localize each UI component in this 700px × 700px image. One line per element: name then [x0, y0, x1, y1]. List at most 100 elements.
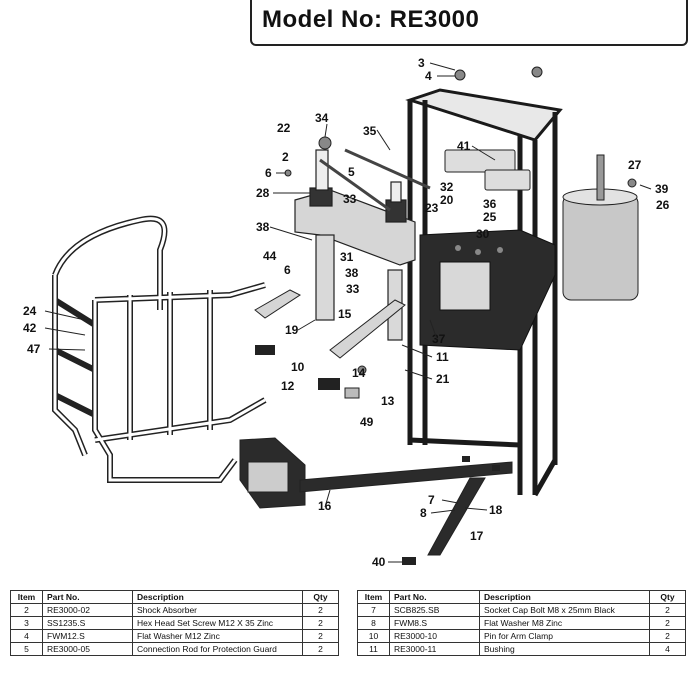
callout-40: 40 [372, 555, 386, 569]
header-description: Description [132, 590, 303, 604]
callout-22: 22 [277, 121, 291, 135]
upper-arm-assembly [294, 148, 431, 341]
callout-36: 36 [483, 197, 497, 211]
callout-49: 49 [360, 415, 374, 429]
header-qty: Qty [649, 590, 686, 604]
clamp-plate [439, 261, 491, 311]
cell-part-no: FWM12.S [42, 629, 133, 643]
model-title-box: Model No: RE3000 [250, 0, 688, 46]
callout-labels: 3 4 34 22 35 41 2 6 5 28 27 39 32 20 36 … [23, 56, 670, 569]
cell-part-no: SS1235.S [42, 616, 133, 630]
callout-44: 44 [263, 249, 277, 263]
callout-8: 8 [420, 506, 427, 520]
cell-item: 4 [10, 629, 43, 643]
cell-qty: 2 [302, 629, 339, 643]
header-description: Description [479, 590, 650, 604]
callout-7: 7 [428, 493, 435, 507]
callout-20: 20 [440, 193, 454, 207]
cell-item: 8 [357, 616, 390, 630]
callout-34: 34 [315, 111, 329, 125]
cell-description: Flat Washer M12 Zinc [132, 629, 303, 643]
callout-14: 14 [352, 366, 366, 380]
cell-item: 2 [10, 603, 43, 617]
cell-part-no: FWM8.S [389, 616, 480, 630]
motor-cylinder-26 [562, 154, 639, 301]
callout-25: 25 [483, 210, 497, 224]
callout-26: 26 [656, 198, 670, 212]
cell-qty: 2 [302, 616, 339, 630]
callout-41: 41 [457, 139, 471, 153]
header-item: Item [357, 590, 390, 604]
cell-part-no: RE3000-05 [42, 642, 133, 656]
callout-30: 30 [476, 227, 490, 241]
parts-table-right: Item Part No. Description Qty 7 SCB825.S… [357, 590, 686, 656]
callout-6-top: 6 [265, 166, 272, 180]
callout-13: 13 [381, 394, 395, 408]
callout-19: 19 [285, 323, 299, 337]
header-part-no: Part No. [42, 590, 133, 604]
cell-item: 5 [10, 642, 43, 656]
cell-description: Hex Head Set Screw M12 X 35 Zinc [132, 616, 303, 630]
cell-qty: 2 [302, 603, 339, 617]
callout-31: 31 [340, 250, 354, 264]
callout-17: 17 [470, 529, 484, 543]
callout-33-top: 33 [343, 192, 357, 206]
callout-37: 37 [432, 332, 446, 346]
cell-qty: 2 [649, 616, 686, 630]
table-header-row: Item Part No. Description Qty [10, 590, 339, 604]
cell-item: 10 [357, 629, 390, 643]
lower-arms [254, 289, 406, 359]
callout-33-mid: 33 [346, 282, 360, 296]
callout-23: 23 [425, 201, 439, 215]
cell-description: Connection Rod for Protection Guard [132, 642, 303, 656]
cell-qty: 2 [649, 629, 686, 643]
callout-39: 39 [655, 182, 669, 196]
table-row: 8 FWM8.S Flat Washer M8 Zinc 2 [357, 616, 686, 630]
callout-42: 42 [23, 321, 37, 335]
cell-description: Pin for Arm Clamp [479, 629, 650, 643]
cell-part-no: RE3000-02 [42, 603, 133, 617]
exploded-parts-diagram: 3 4 34 22 35 41 2 6 5 28 27 39 32 20 36 … [23, 56, 670, 569]
callout-35: 35 [363, 124, 377, 138]
cell-qty: 2 [302, 642, 339, 656]
callout-18: 18 [489, 503, 503, 517]
model-title: Model No: RE3000 [262, 6, 480, 33]
cell-description: Socket Cap Bolt M8 x 25mm Black [479, 603, 650, 617]
table-row: 4 FWM12.S Flat Washer M12 Zinc 2 [10, 629, 339, 643]
parts-table-left: Item Part No. Description Qty 2 RE3000-0… [10, 590, 339, 656]
callout-10: 10 [291, 360, 305, 374]
top-bracket-41 [444, 149, 531, 191]
arm-rail-17 [427, 477, 486, 556]
callout-3: 3 [418, 56, 425, 70]
table-row: 10 RE3000-10 Pin for Arm Clamp 2 [357, 629, 686, 643]
cell-part-no: RE3000-11 [389, 642, 480, 656]
table-row: 5 RE3000-05 Connection Rod for Protectio… [10, 642, 339, 656]
table-header-row: Item Part No. Description Qty [357, 590, 686, 604]
cell-part-no: RE3000-10 [389, 629, 480, 643]
cell-qty: 4 [649, 642, 686, 656]
cell-description: Bushing [479, 642, 650, 656]
callout-47: 47 [27, 342, 41, 356]
cell-description: Flat Washer M8 Zinc [479, 616, 650, 630]
callout-28: 28 [256, 186, 270, 200]
callout-38-top: 38 [256, 220, 270, 234]
callout-21: 21 [436, 372, 450, 386]
cell-part-no: SCB825.SB [389, 603, 480, 617]
cell-description: Shock Absorber [132, 603, 303, 617]
callout-5: 5 [348, 165, 355, 179]
header-item: Item [10, 590, 43, 604]
callout-12: 12 [281, 379, 295, 393]
callout-38-mid: 38 [345, 266, 359, 280]
cell-item: 11 [357, 642, 390, 656]
cell-item: 3 [10, 616, 43, 630]
table-row: 2 RE3000-02 Shock Absorber 2 [10, 603, 339, 617]
cell-item: 7 [357, 603, 390, 617]
callout-15: 15 [338, 307, 352, 321]
callout-24: 24 [23, 304, 37, 318]
pad-40 [402, 557, 416, 565]
table-row: 11 RE3000-11 Bushing 4 [357, 642, 686, 656]
cell-qty: 2 [649, 603, 686, 617]
header-qty: Qty [302, 590, 339, 604]
callout-32: 32 [440, 180, 454, 194]
callout-6-mid: 6 [284, 263, 291, 277]
